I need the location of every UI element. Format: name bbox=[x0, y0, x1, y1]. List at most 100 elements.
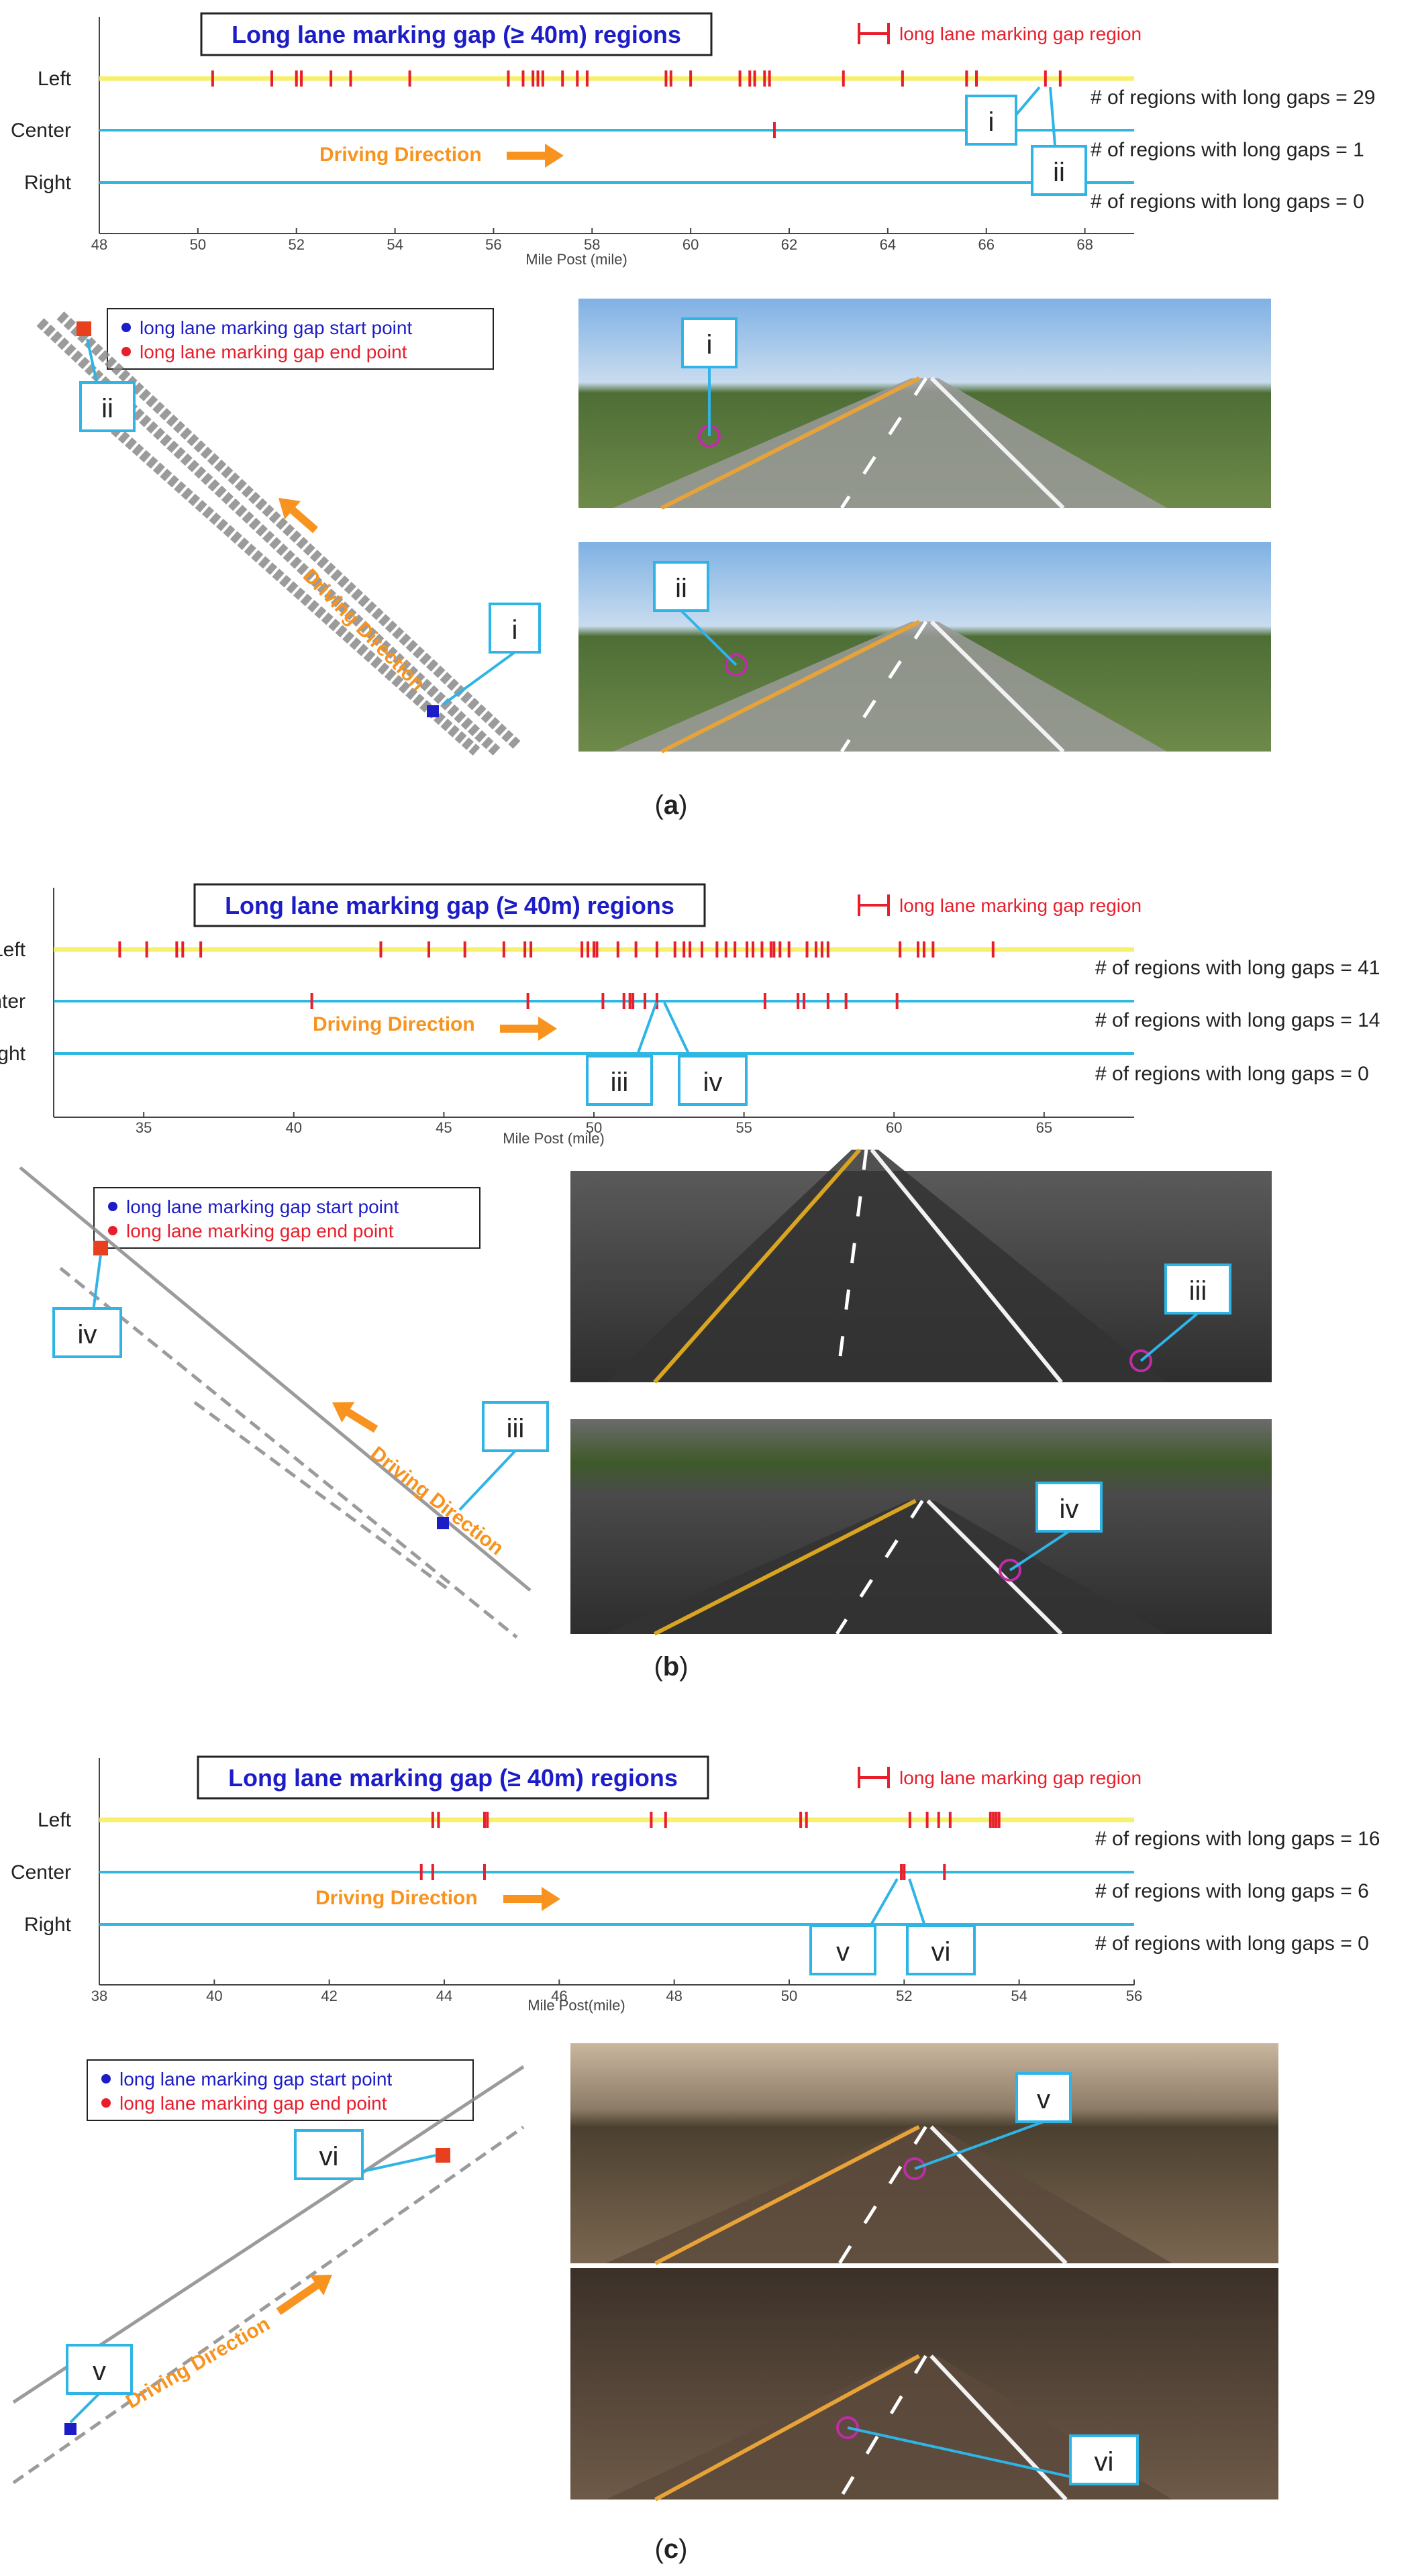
chart-callout: ii bbox=[1031, 87, 1087, 196]
callout-box bbox=[52, 1307, 122, 1358]
caption-open-paren: ( bbox=[655, 2534, 664, 2564]
x-tick-label: 50 bbox=[586, 1119, 602, 1136]
end-point-marker bbox=[101, 2098, 111, 2108]
callout-pointer bbox=[914, 2120, 1044, 2170]
legend-title-box bbox=[200, 12, 713, 56]
x-tick-label: 40 bbox=[206, 1988, 222, 2004]
white-edge-line bbox=[929, 2125, 1068, 2265]
white-edge-line bbox=[926, 1499, 1063, 1636]
callout-box bbox=[678, 1055, 748, 1106]
x-tick-label: 45 bbox=[436, 1119, 452, 1136]
callout-box bbox=[809, 1924, 876, 1975]
callout-pointer bbox=[442, 651, 516, 706]
photo-callout: iv bbox=[1009, 1482, 1103, 1572]
x-tick-label: 46 bbox=[551, 1988, 567, 2004]
callout-pointer bbox=[458, 1449, 517, 1511]
map-driving-direction-arrow bbox=[279, 498, 318, 533]
driving-direction-label: Driving Direction bbox=[313, 1013, 475, 1035]
gap-location-circle bbox=[1129, 1349, 1152, 1372]
photo-callout: iii bbox=[1140, 1264, 1231, 1362]
callout-label: ii bbox=[675, 574, 687, 603]
end-point-marker bbox=[121, 347, 131, 356]
legend-gap-label: long lane marking gap region bbox=[899, 23, 1142, 44]
caption-letter: a bbox=[664, 790, 679, 820]
photo-callout: ii bbox=[653, 561, 738, 666]
callout-label: iv bbox=[703, 1068, 723, 1097]
x-tick-label: 40 bbox=[286, 1119, 302, 1136]
x-tick-label: 60 bbox=[886, 1119, 902, 1136]
driving-direction-arrow bbox=[503, 1887, 560, 1911]
photo-callout: i bbox=[681, 317, 738, 436]
caption-letter: b bbox=[663, 1652, 679, 1682]
white-edge-line bbox=[870, 1148, 1063, 1384]
gap-count-label: # of regions with long gaps = 0 bbox=[1095, 1933, 1369, 1955]
gap-location-circle bbox=[836, 2416, 859, 2439]
callout-box bbox=[1164, 1264, 1231, 1315]
x-axis-label: Mile Post(mile) bbox=[527, 1997, 625, 2014]
lane-label: Right bbox=[24, 1914, 72, 1936]
gap-end-point bbox=[77, 321, 91, 336]
gap-start-point bbox=[64, 2423, 77, 2435]
legend-title: Long lane marking gap (≥ 40m) regions bbox=[228, 1764, 678, 1792]
map-callout: i bbox=[442, 603, 541, 706]
point-cloud-strip bbox=[193, 1400, 451, 1592]
map-driving-direction-arrow bbox=[332, 1402, 378, 1433]
callout-label: vi bbox=[931, 1937, 951, 1967]
gap-end-point bbox=[436, 2148, 450, 2163]
chart-callout: iii bbox=[586, 1002, 658, 1106]
point-cloud-strip bbox=[103, 419, 481, 756]
callout-label: i bbox=[512, 615, 518, 645]
legend-gap-label: long lane marking gap region bbox=[899, 895, 1142, 916]
caption-open-paren: ( bbox=[654, 1652, 663, 1682]
gap-count-label: # of regions with long gaps = 16 bbox=[1095, 1828, 1380, 1850]
x-axis-label: Mile Post (mile) bbox=[503, 1130, 605, 1147]
callout-label: iii bbox=[611, 1068, 629, 1097]
point-cloud-strip bbox=[59, 1267, 518, 1639]
arrow-shaft bbox=[290, 507, 318, 533]
white-edge-line bbox=[929, 376, 1065, 510]
callout-label: v bbox=[93, 2357, 106, 2386]
lane-label: Right bbox=[24, 172, 72, 194]
lane-label: Center bbox=[11, 119, 71, 142]
driving-direction-label: Driving Direction bbox=[319, 144, 482, 166]
callout-label: v bbox=[1037, 2085, 1050, 2114]
caption-open-paren: ( bbox=[655, 790, 664, 820]
x-tick-label: 48 bbox=[666, 1988, 682, 2004]
yellow-edge-line bbox=[653, 1148, 862, 1384]
road-photo: iv bbox=[570, 1419, 1272, 1636]
road-surface bbox=[605, 1149, 1167, 1382]
driving-direction-label: Driving Direction bbox=[315, 1887, 478, 1909]
legend-title-box bbox=[193, 883, 706, 927]
map-driving-direction-label: Driving Direction bbox=[366, 1443, 508, 1560]
panel-caption: (b) bbox=[654, 1652, 688, 1682]
x-tick-label: 62 bbox=[781, 236, 797, 253]
gap-location-circle bbox=[903, 2157, 926, 2180]
map-callout: iv bbox=[52, 1254, 122, 1358]
callout-label: ii bbox=[101, 394, 113, 423]
photo-callout: v bbox=[914, 2072, 1072, 2170]
lane-label: Right bbox=[0, 1043, 26, 1065]
yellow-edge-line bbox=[654, 2354, 920, 2502]
x-tick-label: 58 bbox=[584, 236, 600, 253]
callout-label: iv bbox=[1060, 1494, 1079, 1524]
panel-caption: (a) bbox=[655, 790, 688, 820]
yellow-edge-line bbox=[660, 619, 921, 754]
map-callout: vi bbox=[294, 2129, 437, 2180]
dashed-center-line bbox=[835, 1149, 868, 1383]
chart-callout: v bbox=[809, 1878, 899, 1975]
chart-callout: iv bbox=[663, 1002, 748, 1106]
map-legend-start: long lane marking gap start point bbox=[140, 317, 412, 338]
start-point-marker bbox=[101, 2074, 111, 2083]
start-point-marker bbox=[108, 1202, 117, 1211]
x-tick-label: 54 bbox=[387, 236, 403, 253]
callout-box bbox=[681, 317, 738, 368]
map-callout: v bbox=[66, 2344, 133, 2424]
callout-box bbox=[482, 1401, 549, 1452]
x-tick-label: 68 bbox=[1076, 236, 1093, 253]
white-edge-line bbox=[929, 620, 1065, 754]
x-tick-label: 35 bbox=[136, 1119, 152, 1136]
driving-direction-arrow bbox=[500, 1017, 557, 1041]
